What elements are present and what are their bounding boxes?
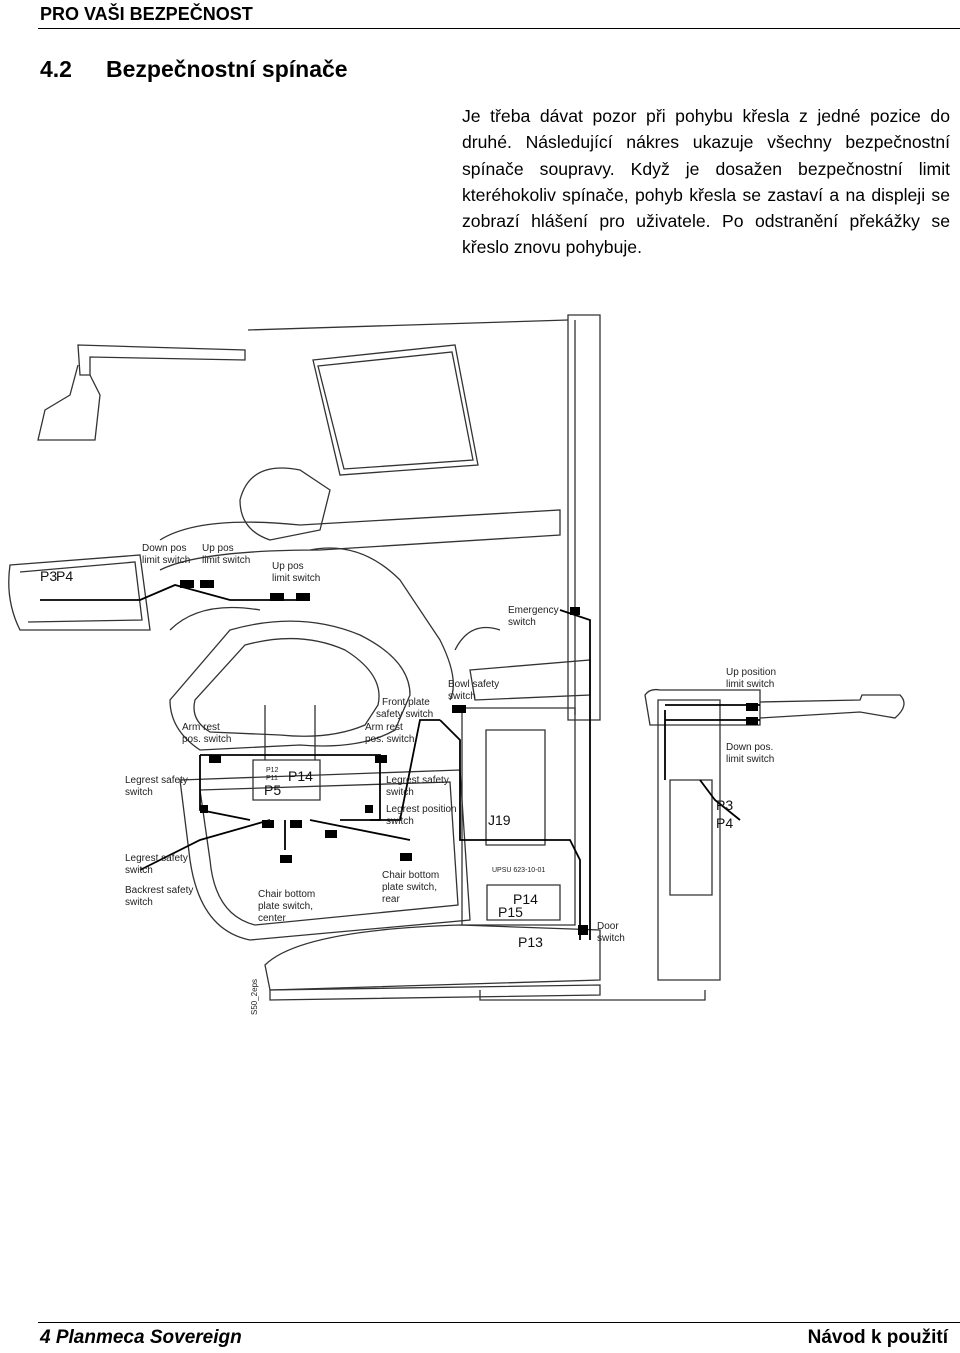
connector-p14-base: P14 (513, 891, 538, 907)
connector-p14-seat: P14 (288, 768, 313, 784)
chair-outline (8, 314, 905, 1001)
intro-paragraph: Je třeba dávat pozor při pohybu křesla z… (462, 106, 950, 258)
connector-p5: P5 (264, 782, 281, 798)
connector-j19: J19 (488, 812, 511, 828)
connector-p4-left: P4 (56, 568, 73, 584)
upsu-board-label: UPSU 623-10-01 (492, 867, 545, 874)
connector-p3-right: P3 (716, 797, 733, 813)
section-title: Bezpečnostní spínače (106, 56, 348, 82)
connector-p4-right: P4 (716, 815, 733, 831)
header-divider (38, 28, 960, 29)
switch-markers (180, 580, 758, 935)
connector-p3-left: P3 (40, 568, 57, 584)
footer-page-product: 4 Planmeca Sovereign (40, 1327, 242, 1348)
label-down-pos-2: Down pos.limit switch (726, 742, 774, 765)
footer-divider (38, 1322, 960, 1323)
section-number: 4.2 (40, 56, 72, 82)
connector-p13: P13 (518, 934, 543, 950)
section-heading: 4.2 Bezpečnostní spínače (40, 56, 348, 83)
connector-labels: P3 P4 P14 P5 P12 P11 J19 UPSU 623-10-01 … (40, 568, 733, 950)
connector-p15: P15 (498, 904, 523, 920)
drawing-code: S50_2eps (250, 979, 259, 1015)
connector-p12: P12 (266, 767, 279, 774)
connector-p11: P11 (266, 775, 278, 782)
header-title: PRO VAŠI BEZPEČNOST (40, 4, 253, 24)
footer-manual-title: Návod k použití (807, 1327, 948, 1348)
